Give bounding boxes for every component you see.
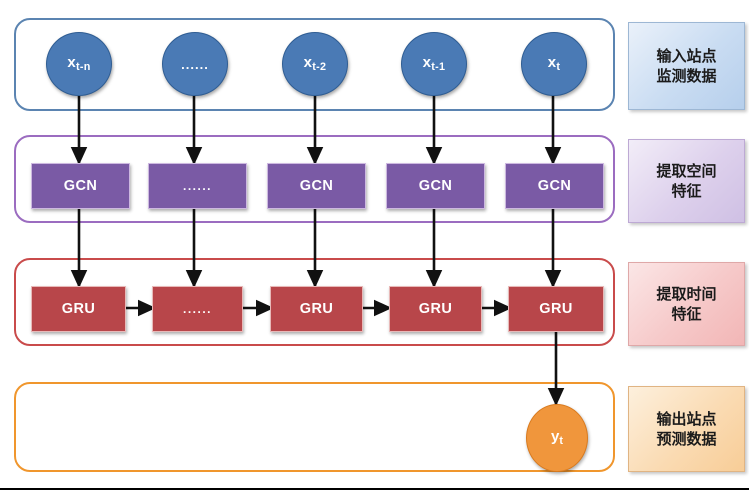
stage-label-temporal-line2: 特征: [671, 305, 702, 323]
stage-label-spatial: 提取空间 特征: [628, 139, 745, 223]
input-node-4[interactable]: xt-1: [401, 32, 467, 96]
gru-box-5[interactable]: GRU: [508, 286, 604, 332]
input-node-5[interactable]: xt: [521, 32, 587, 96]
output-stage-container: [14, 382, 615, 472]
gru-box-4[interactable]: GRU: [389, 286, 482, 332]
gru-box-3[interactable]: GRU: [270, 286, 363, 332]
gru-box-4-label: GRU: [418, 301, 453, 317]
gcn-box-2-label: ......: [182, 179, 212, 193]
gcn-box-1[interactable]: GCN: [31, 163, 130, 209]
stage-label-output-line2: 预测数据: [656, 430, 717, 448]
gru-box-3-label: GRU: [299, 301, 334, 317]
stage-label-temporal-line1: 提取时间: [656, 284, 717, 303]
gcn-box-1-label: GCN: [63, 178, 98, 194]
gcn-box-3[interactable]: GCN: [267, 163, 366, 209]
gcn-box-3-label: GCN: [299, 178, 334, 194]
gru-box-5-label: GRU: [539, 301, 573, 317]
stage-label-input-line2: 监测数据: [656, 67, 717, 85]
input-node-1-label: xt-n: [67, 54, 91, 74]
gcn-box-2[interactable]: ......: [148, 163, 247, 209]
gcn-box-4[interactable]: GCN: [386, 163, 485, 209]
stage-label-spatial-line2: 特征: [671, 182, 702, 200]
input-node-2-label: ......: [181, 56, 209, 72]
input-node-2[interactable]: ......: [162, 32, 228, 96]
stage-label-input: 输入站点 监测数据: [628, 22, 745, 110]
gru-box-1-label: GRU: [61, 301, 96, 317]
stage-label-output-line1: 输出站点: [656, 409, 717, 428]
stage-label-input-line1: 输入站点: [656, 46, 717, 65]
bottom-divider: [0, 488, 749, 490]
input-node-1[interactable]: xt-n: [46, 32, 112, 96]
gcn-box-4-label: GCN: [418, 178, 453, 194]
gru-box-1[interactable]: GRU: [31, 286, 126, 332]
gcn-box-5-label: GCN: [537, 178, 572, 194]
gru-box-2[interactable]: ......: [152, 286, 243, 332]
input-node-5-label: xt: [547, 54, 561, 74]
stage-label-spatial-line1: 提取空间: [656, 161, 717, 180]
stage-label-output: 输出站点 预测数据: [628, 386, 745, 472]
output-node[interactable]: yt: [526, 404, 588, 472]
input-node-4-label: xt-1: [422, 54, 446, 74]
input-node-3[interactable]: xt-2: [282, 32, 348, 96]
gcn-box-5[interactable]: GCN: [505, 163, 604, 209]
stage-label-temporal: 提取时间 特征: [628, 262, 745, 346]
input-node-3-label: xt-2: [303, 54, 327, 74]
gru-box-2-label: ......: [182, 302, 212, 316]
output-node-label: yt: [551, 428, 563, 448]
